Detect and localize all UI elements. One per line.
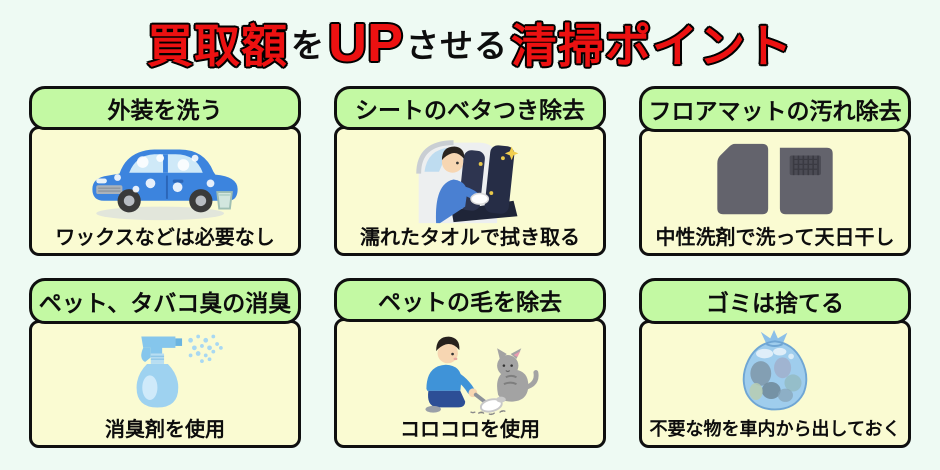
card-title: ペット、タバコ臭の消臭 bbox=[38, 290, 292, 316]
card-header: シートのベタつき除去 bbox=[334, 86, 606, 130]
card-caption: コロコロを使用 bbox=[400, 417, 540, 441]
floor-mats-icon bbox=[644, 135, 906, 225]
spray-bottle-icon bbox=[34, 327, 296, 417]
card-title: 外装を洗う bbox=[107, 97, 223, 123]
title-part-wo: を bbox=[290, 27, 325, 64]
card-header: フロアマットの汚れ除去 bbox=[639, 86, 911, 132]
card-header: 外装を洗う bbox=[29, 86, 301, 130]
card-body: 濡れたタオルで拭き取る bbox=[334, 126, 606, 256]
car-wash-icon bbox=[92, 149, 238, 221]
title-part-up: UP bbox=[327, 13, 403, 73]
card-caption: 不要な物を車内から出しておく bbox=[649, 419, 901, 441]
lint-roller-icon bbox=[339, 325, 601, 417]
card-body: 不要な物を車内から出しておく bbox=[639, 320, 911, 448]
card-header: ペットの毛を除去 bbox=[334, 278, 606, 322]
cards-grid: 外装を洗う bbox=[0, 86, 940, 448]
lint-roller-icon bbox=[425, 336, 539, 416]
card-caption: 中性洗剤で洗って天日干し bbox=[655, 225, 895, 249]
seat-wiping-icon bbox=[339, 133, 601, 225]
card-body: ワックスなどは必要なし bbox=[29, 126, 301, 256]
card-title: フロアマットの汚れ除去 bbox=[648, 98, 902, 124]
seat-wiping-icon bbox=[416, 140, 519, 224]
infographic: 買取額 を UP させる 清掃ポイント 外装を洗う bbox=[0, 0, 940, 448]
card-title: シートのベタつき除去 bbox=[355, 97, 585, 123]
card-title: ペットの毛を除去 bbox=[378, 289, 562, 315]
card-caption: 濡れたタオルで拭き取る bbox=[360, 225, 580, 249]
trash-bag-icon bbox=[644, 327, 906, 419]
card-body: 中性洗剤で洗って天日干し bbox=[639, 128, 911, 256]
card-deodorize: ペット、タバコ臭の消臭 bbox=[29, 278, 301, 448]
card-header: ゴミは捨てる bbox=[639, 278, 911, 324]
card-body: 消臭剤を使用 bbox=[29, 320, 301, 448]
card-seat-stickiness: シートのベタつき除去 bbox=[334, 86, 606, 256]
floor-mats-icon bbox=[717, 143, 833, 215]
spray-bottle-icon bbox=[136, 334, 223, 408]
card-caption: ワックスなどは必要なし bbox=[55, 225, 275, 249]
title-part-saseru: させる bbox=[406, 27, 508, 64]
card-body: コロコロを使用 bbox=[334, 318, 606, 448]
card-trash: ゴミは捨てる bbox=[639, 278, 911, 448]
card-caption: 消臭剤を使用 bbox=[105, 417, 225, 441]
card-pet-hair: ペットの毛を除去 bbox=[334, 278, 606, 448]
card-title: ゴミは捨てる bbox=[706, 290, 844, 316]
title-part-seisou-point: 清掃ポイント bbox=[511, 20, 793, 72]
trash-bag-icon bbox=[742, 330, 808, 411]
card-header: ペット、タバコ臭の消臭 bbox=[29, 278, 301, 324]
page-title: 買取額 を UP させる 清掃ポイント bbox=[0, 0, 940, 86]
car-wash-icon bbox=[34, 133, 296, 225]
card-floor-mats: フロアマットの汚れ除去 中性洗剤で洗って天日干し bbox=[639, 86, 911, 256]
title-part-kaitorigaku: 買取額 bbox=[146, 20, 288, 72]
card-wash-exterior: 外装を洗う bbox=[29, 86, 301, 256]
